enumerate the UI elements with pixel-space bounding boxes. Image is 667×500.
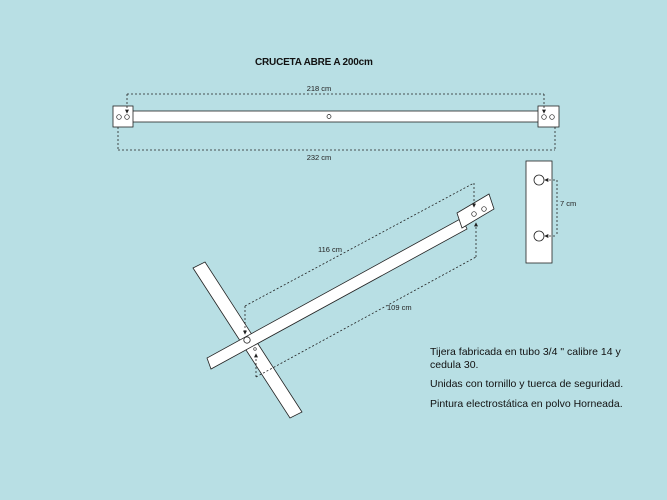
- dimension-line: [244, 182, 475, 307]
- scissor-assembly: 116 cm 109 cm: [192, 182, 495, 419]
- crossbar-end-plate-right: [537, 105, 560, 128]
- note-fastening: Unidas con tornillo y tuerca de segurida…: [430, 378, 624, 390]
- dimension-label-inner-span: 218 cm: [307, 84, 332, 93]
- note-material: Tijera fabricada en tubo 3/4 " calibre 1…: [430, 346, 621, 371]
- scissor-end-plate: [456, 193, 495, 229]
- plate-hole: [533, 174, 545, 186]
- crossbar-tube: [130, 110, 540, 123]
- bolt-hole: [549, 114, 555, 120]
- crossbar-top-view: 218 cm 232 cm: [112, 84, 560, 162]
- dimension-line: [255, 256, 477, 378]
- end-plate-detail: 7 cm: [525, 160, 576, 264]
- bolt-hole: [541, 114, 547, 120]
- drawing-title: CRUCETA ABRE A 200cm: [255, 57, 373, 68]
- note-finish: Pintura electrostática en polvo Horneada…: [430, 397, 623, 410]
- bolt-hole: [124, 114, 130, 120]
- bolt-hole: [116, 114, 122, 120]
- pivot-bolt: [243, 336, 251, 344]
- pivot-hole: [253, 347, 257, 351]
- specification-notes: Tijera fabricada en tubo 3/4 " calibre 1…: [430, 346, 630, 417]
- plate-hole: [533, 230, 545, 242]
- bolt-hole: [481, 206, 487, 212]
- dimension-label-hole-spacing: 7 cm: [560, 199, 576, 208]
- center-hole: [326, 114, 332, 119]
- scissor-arm-long: [206, 217, 468, 370]
- dimension-label-outer-span: 232 cm: [307, 153, 332, 162]
- dimension-label-arm-short: 109 cm: [387, 303, 412, 312]
- crossbar-end-plate-left: [112, 105, 134, 128]
- bolt-hole: [471, 211, 477, 217]
- dimension-label-arm-long: 116 cm: [318, 245, 342, 254]
